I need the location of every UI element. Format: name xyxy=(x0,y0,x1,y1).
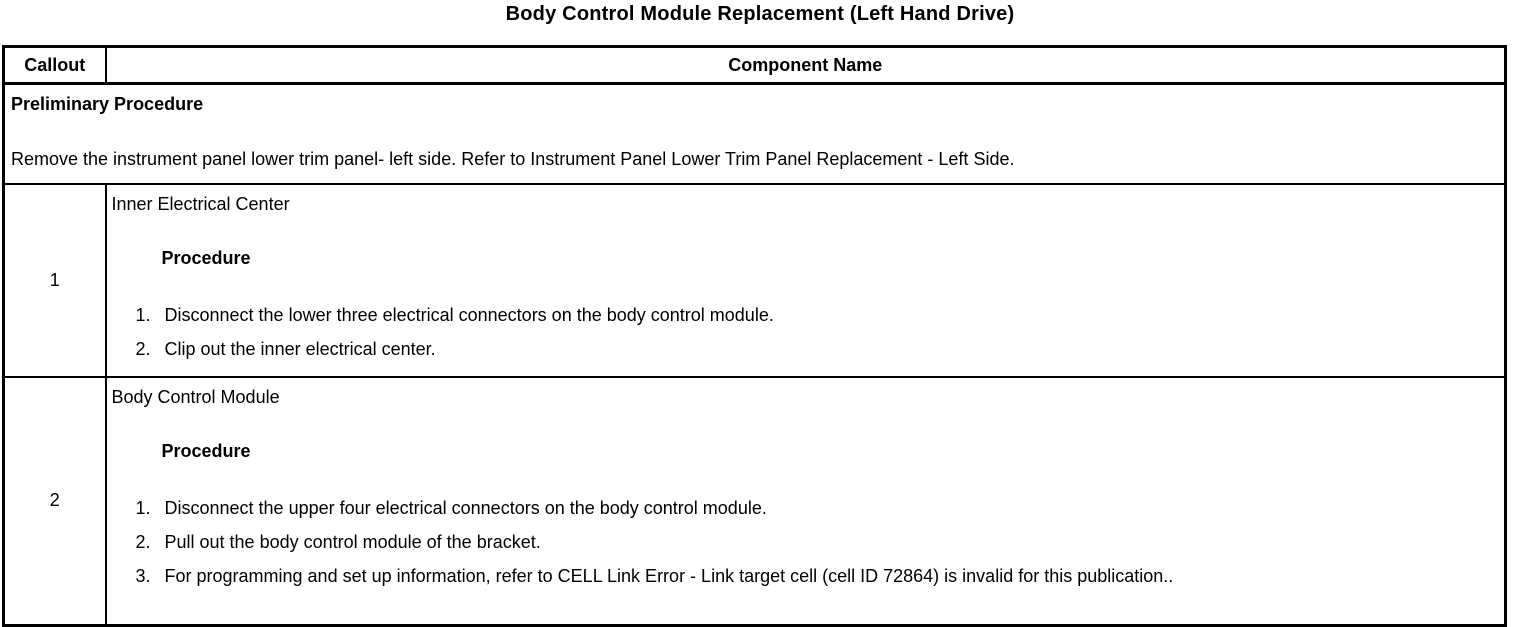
header-component-name: Component Name xyxy=(104,45,1507,85)
table-row-2: 2 Body Control Module Procedure Disconne… xyxy=(2,376,1507,626)
procedure-heading-2: Procedure xyxy=(161,441,251,461)
preliminary-cell: Preliminary Procedure Remove the instrum… xyxy=(2,82,1507,185)
component-name-2: Body Control Module xyxy=(111,387,280,407)
component-cell-1: Inner Electrical Center Procedure Discon… xyxy=(104,183,1507,378)
component-cell-2: Body Control Module Procedure Disconnect… xyxy=(104,376,1507,626)
procedure-step: Pull out the body control module of the … xyxy=(164,532,541,552)
component-name-1: Inner Electrical Center xyxy=(111,194,290,214)
callout-table: Callout Component Name Preliminary Proce… xyxy=(2,45,1507,627)
header-callout: Callout xyxy=(2,45,107,85)
callout-number-1: 1 xyxy=(2,183,107,378)
procedure-steps-2: Disconnect the upper four electrical con… xyxy=(112,493,1497,591)
procedure-heading-1: Procedure xyxy=(161,248,251,268)
callout-number-2: 2 xyxy=(2,376,107,626)
page-title: Body Control Module Replacement (Left Ha… xyxy=(505,3,1015,25)
procedure-step: Disconnect the lower three electrical co… xyxy=(164,305,774,325)
preliminary-text: Remove the instrument panel lower trim p… xyxy=(11,149,1015,169)
table-row-1: 1 Inner Electrical Center Procedure Disc… xyxy=(2,183,1507,378)
preliminary-row: Preliminary Procedure Remove the instrum… xyxy=(2,82,1507,185)
procedure-step: Disconnect the upper four electrical con… xyxy=(164,498,767,518)
procedure-step: Clip out the inner electrical center. xyxy=(164,339,436,359)
table-header-row: Callout Component Name xyxy=(2,45,1507,85)
procedure-steps-1: Disconnect the lower three electrical co… xyxy=(112,300,1497,364)
preliminary-heading: Preliminary Procedure xyxy=(11,94,204,114)
procedure-step: For programming and set up information, … xyxy=(164,566,1174,586)
